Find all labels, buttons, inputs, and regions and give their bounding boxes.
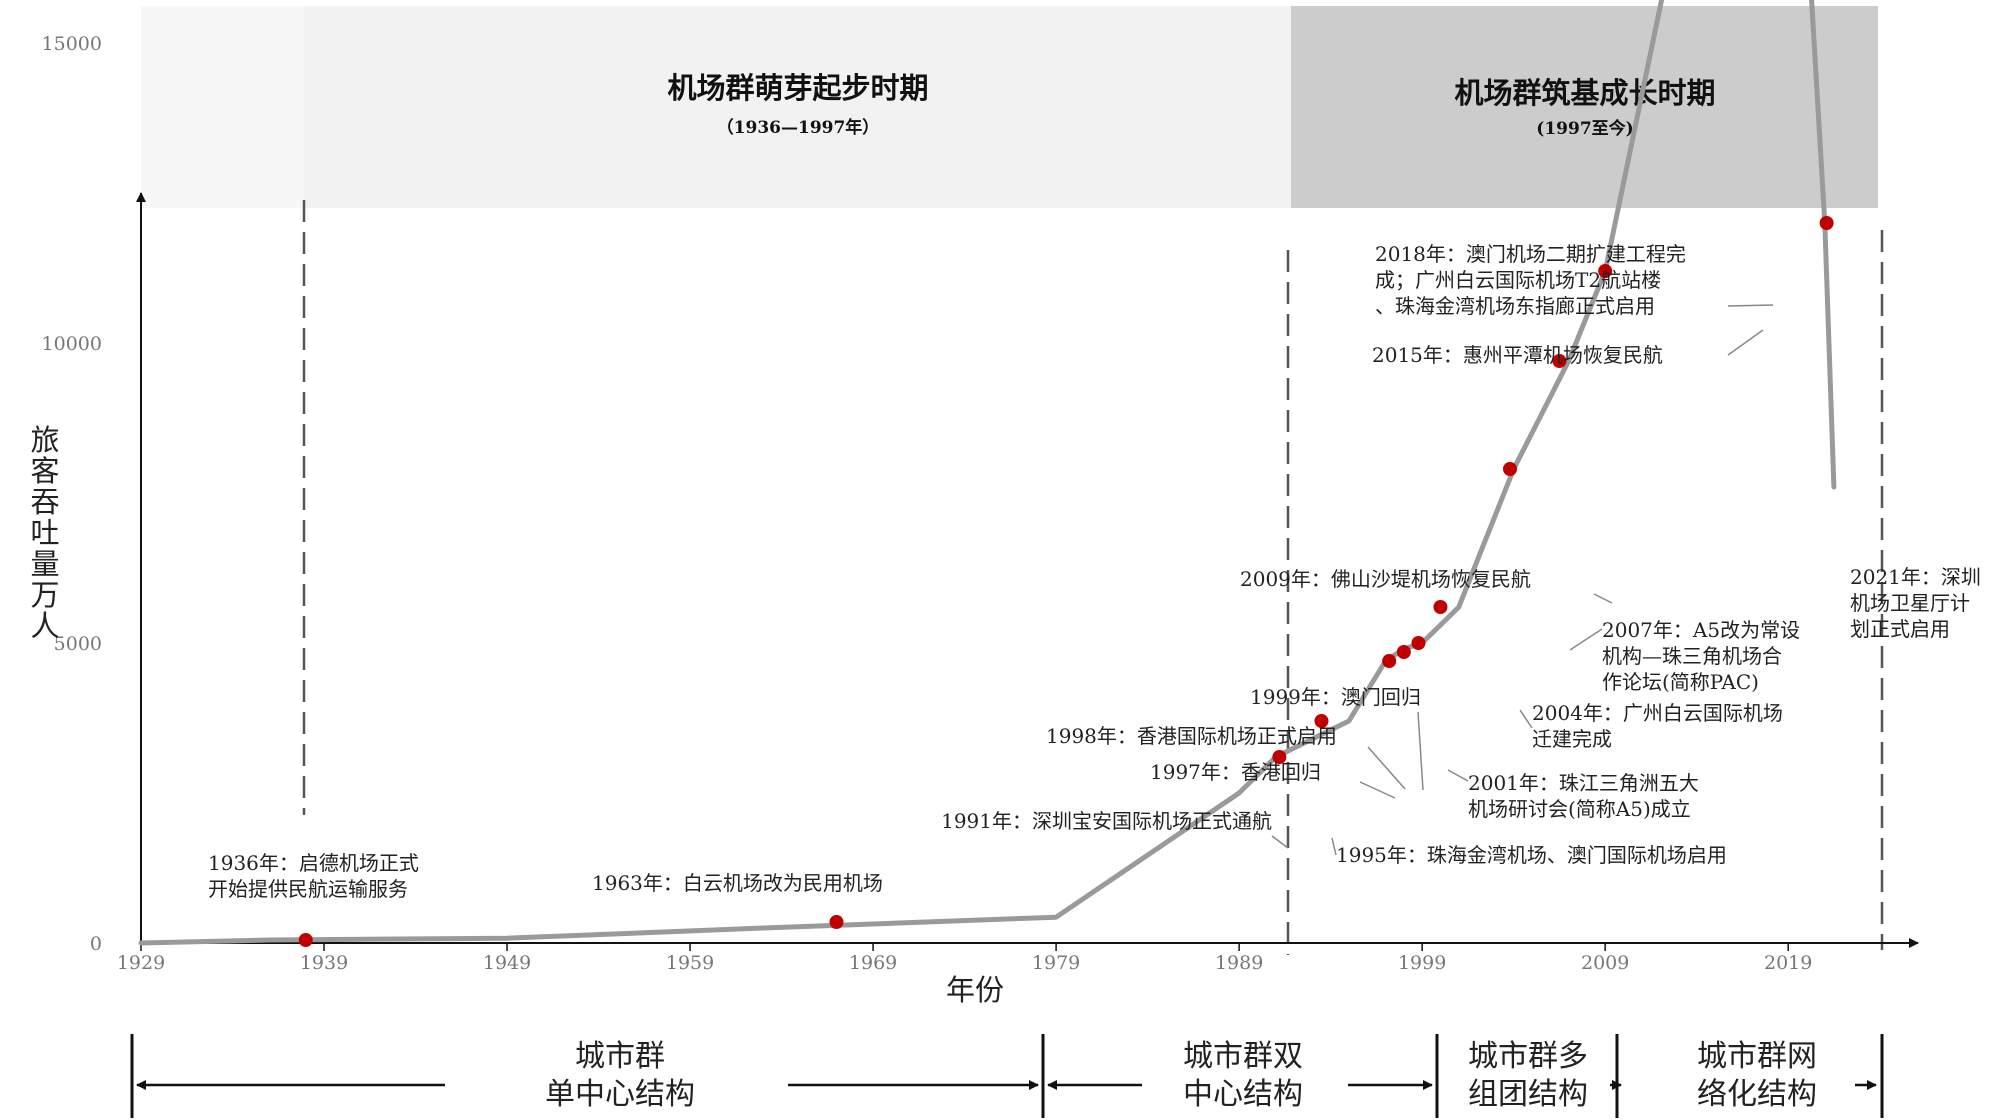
period-title-1: 机场群萌芽起步时期 xyxy=(667,71,928,105)
annotation-leader xyxy=(1569,628,1603,651)
annotation-leader xyxy=(1519,709,1533,729)
annotation-text: 2001年：珠江三角洲五大 xyxy=(1468,771,1699,795)
annotation-text: 机构—珠三角机场合 xyxy=(1602,644,1782,668)
y-axis-title-char: 旅 xyxy=(30,423,59,457)
period-title-2: 机场群筑基成长时期 xyxy=(1454,76,1715,110)
annotation-leader xyxy=(1271,835,1289,849)
y-axis-title-char: 万 xyxy=(30,578,59,612)
annotation-text: 1963年：白云机场改为民用机场 xyxy=(592,871,883,895)
annotation-leaders xyxy=(1271,304,1774,856)
x-tick-label: 1939 xyxy=(300,952,348,974)
annotation-text: 1999年：澳门回归 xyxy=(1250,685,1421,709)
stage-label: 城市群双 xyxy=(1183,1039,1303,1074)
period-labels: 机场群萌芽起步时期 （1936—1997年） 机场群筑基成长时期 (1997至今) xyxy=(667,71,1715,139)
event-markers xyxy=(298,216,1834,947)
period-band-1 xyxy=(304,6,1291,208)
stage-label: 城市群多 xyxy=(1468,1039,1588,1074)
period-dividers xyxy=(302,200,1884,955)
period-band-2 xyxy=(1291,6,1878,208)
event-marker xyxy=(1502,462,1517,476)
event-marker xyxy=(1433,600,1448,614)
period-subtitle-2: (1997至今) xyxy=(1536,118,1633,139)
annotation-leader xyxy=(1727,329,1764,356)
annotation-text: 迁建完成 xyxy=(1532,727,1612,751)
annotation-text: 2004年：广州白云国际机场 xyxy=(1532,701,1783,725)
x-axis-title: 年份 xyxy=(946,973,1004,1007)
x-tick-label: 2009 xyxy=(1581,952,1629,974)
event-marker xyxy=(1272,750,1287,764)
y-tick-label: 10000 xyxy=(42,333,102,355)
annotation-text: 2007年：A5改为常设 xyxy=(1602,618,1800,642)
y-tick-label: 5000 xyxy=(54,633,102,655)
event-marker xyxy=(829,915,844,929)
annotation-text: 2018年：澳门机场二期扩建工程完 xyxy=(1375,242,1686,266)
annotation-text: 机场研讨会(简称A5)成立 xyxy=(1468,797,1691,821)
event-marker xyxy=(1396,645,1411,659)
annotation-text: 开始提供民航运输服务 xyxy=(208,877,408,901)
event-marker xyxy=(1411,636,1426,650)
annotation-text: 1991年：深圳宝安国际机场正式通航 xyxy=(941,809,1272,833)
event-marker xyxy=(1598,264,1613,278)
annotation-text: 1997年：香港回归 xyxy=(1150,760,1321,784)
period-band-lead xyxy=(141,6,304,208)
x-tick-label: 1999 xyxy=(1398,952,1446,974)
annotation-text: 1936年：启德机场正式 xyxy=(208,851,419,875)
event-marker xyxy=(1552,354,1567,368)
y-tick-label: 0 xyxy=(90,933,102,955)
annotation-leader xyxy=(1367,746,1406,790)
stage-label: 单中心结构 xyxy=(545,1077,695,1112)
x-tick-label: 1949 xyxy=(483,952,531,974)
period-bands xyxy=(141,6,1878,208)
x-tick-label: 1989 xyxy=(1215,952,1263,974)
stage-label: 城市群网 xyxy=(1697,1039,1817,1074)
annotation-text: 2015年：惠州平潭机场恢复民航 xyxy=(1372,343,1663,367)
x-tick-label: 1979 xyxy=(1032,952,1080,974)
event-marker xyxy=(298,933,313,947)
annotation-text: 1998年：香港国际机场正式启用 xyxy=(1046,724,1337,748)
annotation-text: 机场卫星厅计 xyxy=(1850,591,1970,615)
annotation-leader xyxy=(1447,769,1469,782)
y-axis-title-char: 吞 xyxy=(30,485,59,519)
y-axis-title-char: 吐 xyxy=(30,516,59,550)
event-marker xyxy=(1314,714,1329,728)
x-tick-label: 1959 xyxy=(666,952,714,974)
stage-label: 城市群 xyxy=(575,1039,665,1074)
annotation-text: 1995年：珠海金湾机场、澳门国际机场启用 xyxy=(1336,843,1727,867)
stage-label: 组团结构 xyxy=(1468,1077,1588,1112)
event-marker xyxy=(1819,216,1834,230)
annotation-text: 2021年：深圳 xyxy=(1850,565,1981,589)
annotation-leader xyxy=(1593,593,1613,604)
y-axis-title-char: 人 xyxy=(30,609,59,643)
event-marker xyxy=(1382,654,1397,668)
y-axis-title-char: 客 xyxy=(30,454,59,488)
annotation-leader xyxy=(1331,837,1337,856)
y-tick-label: 15000 xyxy=(42,33,102,55)
period-subtitle-1: （1936—1997年） xyxy=(717,117,880,138)
x-tick-label: 2019 xyxy=(1764,952,1812,974)
stage-label: 络化结构 xyxy=(1697,1077,1817,1112)
x-tick-label: 1929 xyxy=(117,952,165,974)
annotation-text: 作论坛(简称PAC) xyxy=(1602,670,1759,694)
annotation-text: 成；广州白云国际机场T2航站楼 xyxy=(1375,268,1661,292)
x-tick-label: 1969 xyxy=(849,952,897,974)
y-axis-title-char: 量 xyxy=(30,547,59,581)
annotation-leader xyxy=(1727,304,1774,307)
annotation-text: 划正式启用 xyxy=(1850,617,1950,641)
annotation-leader xyxy=(1359,781,1396,799)
annotation-text: 、珠海金湾机场东指廊正式启用 xyxy=(1375,294,1655,318)
stage-label: 中心结构 xyxy=(1183,1077,1303,1112)
axes: 1929 1939 1949 1959 1969 1979 1989 1999 2009 2019… xyxy=(30,33,1919,1007)
annotation-text: 2009年：佛山沙堤机场恢复民航 xyxy=(1240,567,1531,591)
annotation-leader xyxy=(1417,711,1424,791)
